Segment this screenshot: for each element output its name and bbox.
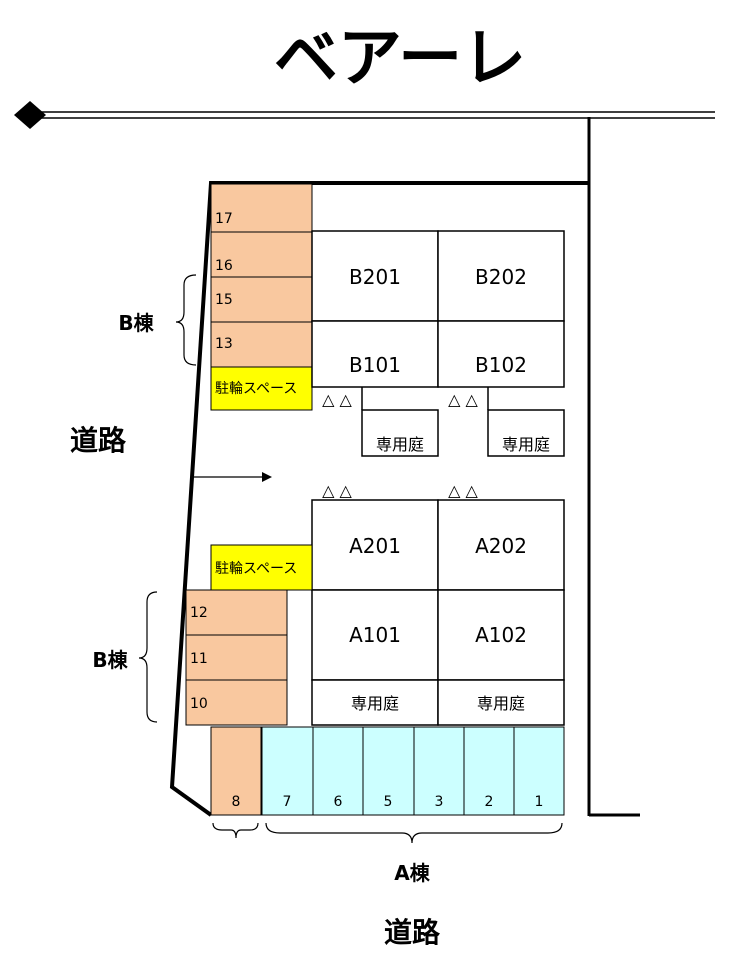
- unit-b201: [311, 230, 439, 322]
- brace-b-lower-icon: [138, 591, 158, 723]
- garden-label-b101: 専用庭: [376, 435, 424, 454]
- parking-a: 7 6 5 3 2 1: [261, 726, 565, 816]
- unit-label-a202: A202: [475, 534, 527, 558]
- unit-a201: [311, 499, 439, 591]
- unit-a102: [437, 589, 565, 681]
- private-garden-b102: [487, 409, 565, 457]
- arrow-right-icon: [192, 472, 272, 482]
- entrance-mark-a202: △ △: [448, 481, 478, 500]
- parking-label-11: 11: [190, 651, 208, 667]
- entrance-mark-b101: △ △: [322, 390, 352, 409]
- parking-space-11: [185, 634, 288, 681]
- parking-label-6: 6: [334, 794, 343, 810]
- parking-b-lower: 12 11 10: [185, 589, 288, 726]
- unit-label-a201: A201: [349, 534, 401, 558]
- parking-label-17: 17: [215, 211, 233, 227]
- unit-label-a102: A102: [475, 623, 527, 647]
- building-b: B201 B202 B101 B102 専用庭 専用庭 △ △ △ △: [311, 230, 565, 457]
- parking-label-8: 8: [232, 794, 241, 810]
- parking-space-12: [185, 589, 288, 636]
- property-title: ベアーレ: [274, 22, 526, 96]
- private-garden-a102: [437, 679, 565, 726]
- parking-label-3: 3: [435, 794, 444, 810]
- parking-space-2: [463, 726, 515, 816]
- unit-label-b201: B201: [349, 265, 401, 289]
- parking-space-6: [312, 726, 364, 816]
- parking-space-1: [513, 726, 565, 816]
- garden-label-a101: 専用庭: [351, 694, 399, 713]
- parking-space-3: [413, 726, 465, 816]
- parking-label-5: 5: [384, 794, 393, 810]
- bicycle-parking-lower: [210, 544, 313, 591]
- building-a: A201 A202 A101 A102 専用庭 専用庭: [311, 499, 565, 726]
- parking-label-16: 16: [215, 258, 233, 274]
- brace-a-icon: [265, 822, 563, 844]
- bicycle-parking-upper-label: 駐輪スペース: [215, 380, 297, 397]
- private-garden-b101: [361, 409, 439, 457]
- bicycle-parking-lower-label: 駐輪スペース: [215, 560, 297, 577]
- road-label-left: 道路: [70, 424, 127, 457]
- unit-label-b202: B202: [475, 265, 527, 289]
- parking-label-1: 1: [535, 794, 544, 810]
- private-garden-a101: [311, 679, 439, 726]
- garden-label-a102: 専用庭: [477, 694, 525, 713]
- unit-b202: [437, 230, 565, 322]
- garden-label-b102: 専用庭: [502, 435, 550, 454]
- parking-space-10: [185, 679, 288, 726]
- parking-space-5: [362, 726, 415, 816]
- site-boundary: [169, 181, 589, 817]
- parking-label-12: 12: [190, 605, 208, 621]
- parking-space-17: [210, 183, 313, 233]
- unit-b102: [437, 320, 565, 388]
- entrance-mark-a201: △ △: [322, 481, 352, 500]
- unit-a101: [311, 589, 439, 681]
- top-boundary: [14, 101, 715, 129]
- road-label-bottom: 道路: [384, 916, 441, 949]
- braces: [138, 274, 563, 844]
- unit-label-b101: B101: [349, 353, 401, 377]
- unit-label-b102: B102: [475, 353, 527, 377]
- brace-b-upper-icon: [175, 274, 197, 366]
- brace-8-icon: [212, 822, 259, 839]
- parking-space-13: [210, 321, 313, 368]
- parking-label-2: 2: [485, 794, 494, 810]
- building-label-a: A棟: [394, 861, 430, 885]
- building-label-b-lower: B棟: [92, 648, 128, 672]
- entrance-mark-b102: △ △: [448, 390, 478, 409]
- parking-label-15: 15: [215, 292, 233, 308]
- parking-space-8: [210, 726, 262, 816]
- parking-label-13: 13: [215, 336, 233, 352]
- parking-label-10: 10: [190, 696, 208, 712]
- unit-label-a101: A101: [349, 623, 401, 647]
- building-label-b-upper: B棟: [118, 311, 154, 335]
- parking-label-7: 7: [283, 794, 292, 810]
- bicycle-parking-upper: [210, 366, 313, 411]
- parking-space-7: [261, 726, 314, 816]
- parking-b-upper: 17 16 15 13: [210, 183, 313, 368]
- diamond-marker-icon: [14, 101, 46, 129]
- parking-space-15: [210, 276, 313, 323]
